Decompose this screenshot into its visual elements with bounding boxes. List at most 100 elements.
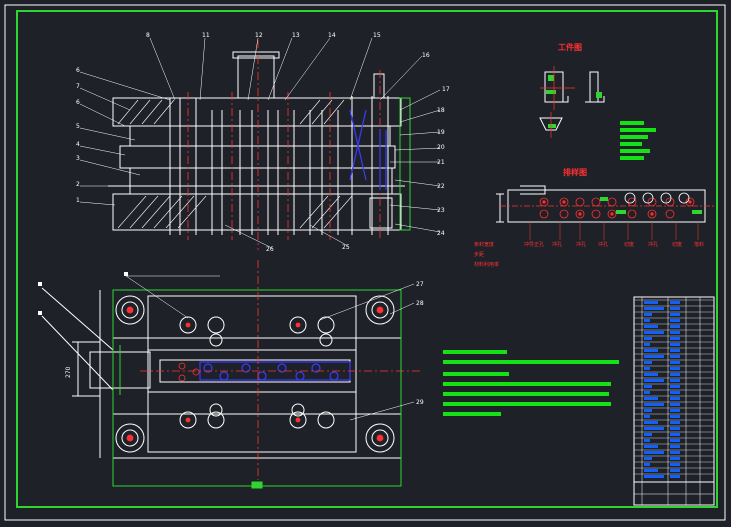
part-number: 12 (255, 32, 263, 39)
bom-row-fill (644, 337, 652, 340)
bom-row-fill (644, 355, 664, 358)
plan-leaders (125, 275, 415, 421)
bom-row-fill (644, 379, 664, 382)
front-leaders (79, 37, 441, 249)
bom-row-fill (670, 325, 680, 328)
part-number: 3 (76, 155, 80, 162)
layout-station-label: 冲孔 (598, 241, 608, 248)
bom-row-fill (670, 367, 680, 370)
layout-station-label: 冲导正孔 (524, 241, 544, 248)
border-frame (16, 10, 718, 508)
front-section-view (108, 51, 405, 235)
plan-green-outline (112, 289, 402, 489)
part-number: 6 (76, 99, 80, 106)
plan-part-numbers: 27 28 29 270 (38, 272, 424, 406)
bom-row-fill (670, 469, 680, 472)
layout-station-label: 冲孔 (576, 241, 586, 248)
bom-row-fill (670, 385, 680, 388)
part-number: 21 (437, 159, 445, 166)
part-number: 20 (437, 144, 445, 151)
layout-station-label: 落料 (694, 241, 704, 248)
part-number: 26 (266, 246, 274, 253)
bom-row-fill (670, 379, 680, 382)
layout-title: 排样图 (563, 167, 587, 177)
bom-row-fill (670, 397, 680, 400)
strip-layout: 排样图 (474, 167, 715, 268)
bom-row-fill (644, 457, 652, 460)
bom-row-fill (670, 421, 680, 424)
bom-row-fill (644, 319, 650, 322)
bom-row-fill (644, 325, 658, 328)
front-green-outline (399, 97, 411, 231)
part-number: 16 (422, 52, 430, 59)
bom-row-fill (670, 427, 680, 430)
workpiece-drawing: 工件图 (539, 42, 656, 160)
bom-row-fill (644, 391, 650, 394)
layout-note: 步距 (474, 252, 484, 258)
bom-row-fill (644, 469, 658, 472)
bom-row-fill (644, 475, 664, 478)
layout-note: 材料利用率 (474, 261, 499, 268)
bom-row-fill (644, 397, 658, 400)
bom-row-fill (670, 451, 680, 454)
part-number: 14 (328, 32, 336, 39)
part-number: 27 (416, 281, 424, 288)
bom-row-fill (670, 307, 680, 310)
technical-requirements (443, 350, 619, 416)
bom-row-fill (644, 439, 650, 442)
part-number: 1 (76, 197, 80, 204)
title-block (633, 296, 715, 506)
bom-row-fill (644, 445, 658, 448)
bom-row-fill (644, 385, 652, 388)
bom-row-fill (644, 367, 650, 370)
bom-row-fill (670, 475, 680, 478)
front-hidden-lines (349, 109, 387, 190)
bom-row-fill (644, 313, 652, 316)
part-number: 7 (76, 83, 80, 90)
bom-row-fill (644, 331, 664, 334)
bom-row-fill (670, 355, 680, 358)
bom-row-fill (644, 301, 658, 304)
part-number: 23 (437, 207, 445, 214)
bom-row-fill (644, 373, 658, 376)
workpiece-title: 工件图 (558, 42, 582, 52)
bom-row-fill (644, 451, 664, 454)
front-part-numbers: 8 11 12 13 14 15 16 17 18 19 20 21 22 23… (76, 32, 450, 253)
bom-row-fill (670, 391, 680, 394)
bom-row-fill (670, 349, 680, 352)
bom-row-fill (644, 361, 652, 364)
part-number: 19 (437, 129, 445, 136)
part-number: 17 (442, 86, 450, 93)
part-number: 8 (146, 32, 150, 39)
bom-row-fill (670, 361, 680, 364)
layout-note: 条料宽度 (474, 241, 494, 248)
bom-row-fill (644, 433, 652, 436)
part-number: 11 (202, 32, 210, 39)
bom-row-fill (670, 439, 680, 442)
layout-station-label: 切废 (624, 241, 634, 248)
plan-red-marks (126, 260, 420, 480)
bom-row-fill (644, 403, 664, 406)
layout-station-label: 冲孔 (648, 241, 658, 248)
part-number: 25 (342, 244, 350, 251)
bom-row-fill (644, 463, 650, 466)
bom-row-fill (670, 301, 680, 304)
dimension-text: 270 (65, 366, 72, 378)
layout-station-label: 冲孔 (552, 241, 562, 248)
bom-row-fill (644, 349, 658, 352)
part-number: 24 (437, 230, 445, 237)
layout-station-label: 切废 (672, 241, 682, 248)
part-number: 4 (76, 141, 80, 148)
bom-row-fill (644, 307, 664, 310)
bom-row-fill (670, 403, 680, 406)
bom-row-fill (644, 409, 652, 412)
bom-row-fill (670, 445, 680, 448)
bom-row-fill (670, 319, 680, 322)
part-number: 5 (76, 123, 80, 130)
part-number: 13 (292, 32, 300, 39)
bom-row-fill (670, 415, 680, 418)
bom-row-fill (644, 421, 658, 424)
part-number: 22 (437, 183, 445, 190)
part-number: 6 (76, 67, 80, 74)
